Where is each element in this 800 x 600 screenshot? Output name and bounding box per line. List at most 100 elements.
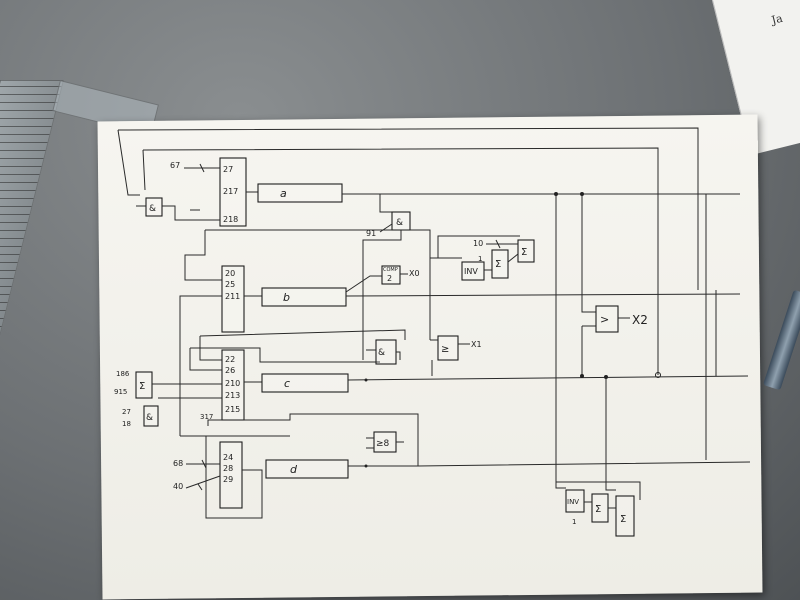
block-c (261, 373, 349, 393)
mux-top (219, 157, 247, 227)
block-d-label: d (290, 463, 298, 476)
mux-d-pin-1: 24 (223, 453, 233, 462)
junction-3 (655, 372, 661, 378)
inv-top-input: 1 (478, 255, 482, 263)
sum-left-symbol: Σ (139, 381, 145, 392)
wire-sum-top-input (484, 239, 519, 271)
pin-317: 317 (200, 413, 213, 421)
wire-feedback-1 (184, 230, 222, 281)
mux-top-pin-2: 217 (223, 187, 238, 196)
and-gate-left-symbol: & (146, 413, 153, 423)
block-b (261, 287, 347, 307)
sum-left-input-2: 915 (114, 388, 127, 396)
mux-b-pin-3: 211 (225, 292, 240, 301)
mux-c-pin-1: 22 (225, 355, 235, 364)
wire-frame-2 (142, 147, 659, 375)
wire-c-out (347, 375, 749, 381)
sum-bottom-2-symbol: Σ (620, 514, 626, 525)
wire-and-top-left (136, 205, 220, 221)
comp-symbol: 2 (387, 274, 392, 283)
and-gate-top-left (145, 197, 163, 217)
wire-frame-2b (142, 149, 146, 191)
wire-91 (379, 223, 393, 233)
comp-block (381, 265, 401, 285)
wire-mux-b-block-b (179, 295, 262, 410)
sum-top-2-symbol: Σ (521, 247, 527, 258)
and-gate-mid-symbol: & (378, 348, 385, 358)
wire-frame-top (117, 127, 699, 290)
and-gate-left-input-1: 27 (122, 408, 131, 416)
sum-left-input-1: 186 (116, 370, 130, 378)
mux-d-pin-2: 28 (223, 464, 233, 473)
wire-68 (186, 459, 220, 469)
block-d (265, 459, 349, 479)
sum-bottom-symbol: Σ (595, 504, 601, 515)
wire-40 (185, 475, 221, 491)
ge-output: X1 (471, 340, 482, 349)
comp-output: X0 (409, 269, 420, 278)
sum-top-symbol: Σ (495, 259, 501, 270)
and-gate-91-input: 91 (366, 229, 376, 238)
inv-bottom-label: INV (567, 498, 579, 506)
sum-left (135, 371, 153, 399)
inv-bottom (565, 489, 585, 513)
mux-c-pin-2: 26 (225, 366, 235, 375)
ge-gate (437, 335, 459, 361)
and-gate-left-input-2: 18 (122, 420, 131, 428)
wire-ge8 (207, 413, 419, 466)
sum-top-2 (517, 239, 535, 263)
wire-and91-out (362, 230, 402, 360)
ge8-symbol: ≥8 (376, 439, 390, 449)
and-gate-top-left-symbol: & (149, 204, 156, 214)
mux-b (221, 265, 245, 333)
greater-output: X2 (632, 313, 648, 327)
wire-b-comp (345, 275, 382, 293)
wire-67 (184, 163, 220, 173)
sum-bottom-2 (615, 495, 635, 537)
wire-b-out (345, 293, 741, 297)
wire-d-loop (179, 410, 290, 437)
mux-c-pin-4: 213 (225, 391, 240, 400)
mux-d (219, 441, 243, 509)
sum-top (491, 249, 509, 279)
wire-frame-left (117, 129, 140, 196)
block-c-label: c (284, 377, 290, 390)
junction-6 (364, 378, 368, 382)
mux-b-pin-2: 25 (225, 280, 235, 289)
ge-gate-symbol: ≥ (441, 344, 449, 355)
wire-and-mid (366, 349, 401, 360)
wire-sum-top-loop (430, 235, 520, 259)
mux-top-input-label: 67 (170, 161, 180, 170)
mux-c-pin-3: 210 (225, 379, 240, 388)
junction-1 (554, 192, 558, 196)
mux-d-input-1: 68 (173, 459, 183, 468)
wire-bottom-bus (555, 194, 641, 500)
mux-top-pin-3: 218 (223, 215, 238, 224)
wire-greater-in (581, 194, 596, 376)
wire-bottom-chain (584, 501, 616, 509)
greater-symbol: > (600, 313, 609, 326)
sum-top-input: 10 (473, 239, 483, 248)
mux-d-input-2: 40 (173, 482, 183, 491)
wire-feedback-2 (205, 229, 431, 340)
and-gate-left (143, 405, 159, 427)
mux-b-pin-1: 20 (225, 269, 235, 278)
junction-5 (604, 375, 608, 379)
and-gate-91-symbol: & (396, 218, 403, 228)
junction-4 (580, 374, 584, 378)
wire-d-out (348, 461, 751, 467)
inv-bottom-input: 1 (572, 518, 576, 526)
wire-ge-out (430, 339, 470, 376)
mux-c-pin-5: 215 (225, 405, 240, 414)
comp-label: COMP (383, 267, 398, 273)
junction-7 (364, 464, 368, 468)
block-b-label: b (283, 291, 290, 304)
greater-block (595, 305, 619, 333)
block-a-label: a (280, 187, 287, 200)
inv-top (461, 261, 485, 281)
junction-2 (580, 192, 584, 196)
mux-top-pin-1: 27 (223, 165, 233, 174)
wire-feedback-5 (205, 436, 263, 519)
wire-feedback-4 (189, 347, 380, 371)
